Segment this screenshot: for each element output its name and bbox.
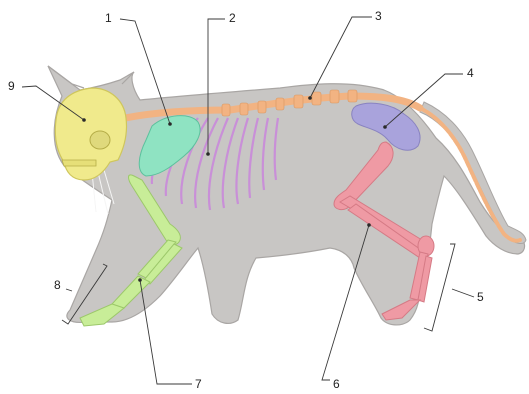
label-9: 9 — [8, 79, 15, 93]
label-7: 7 — [195, 377, 202, 391]
label-4: 4 — [467, 66, 474, 80]
label-3: 3 — [375, 9, 382, 23]
label-6: 6 — [333, 377, 340, 391]
label-1: 1 — [105, 11, 112, 25]
label-5: 5 — [477, 290, 484, 304]
label-2: 2 — [229, 11, 236, 25]
label-8: 8 — [54, 278, 61, 292]
